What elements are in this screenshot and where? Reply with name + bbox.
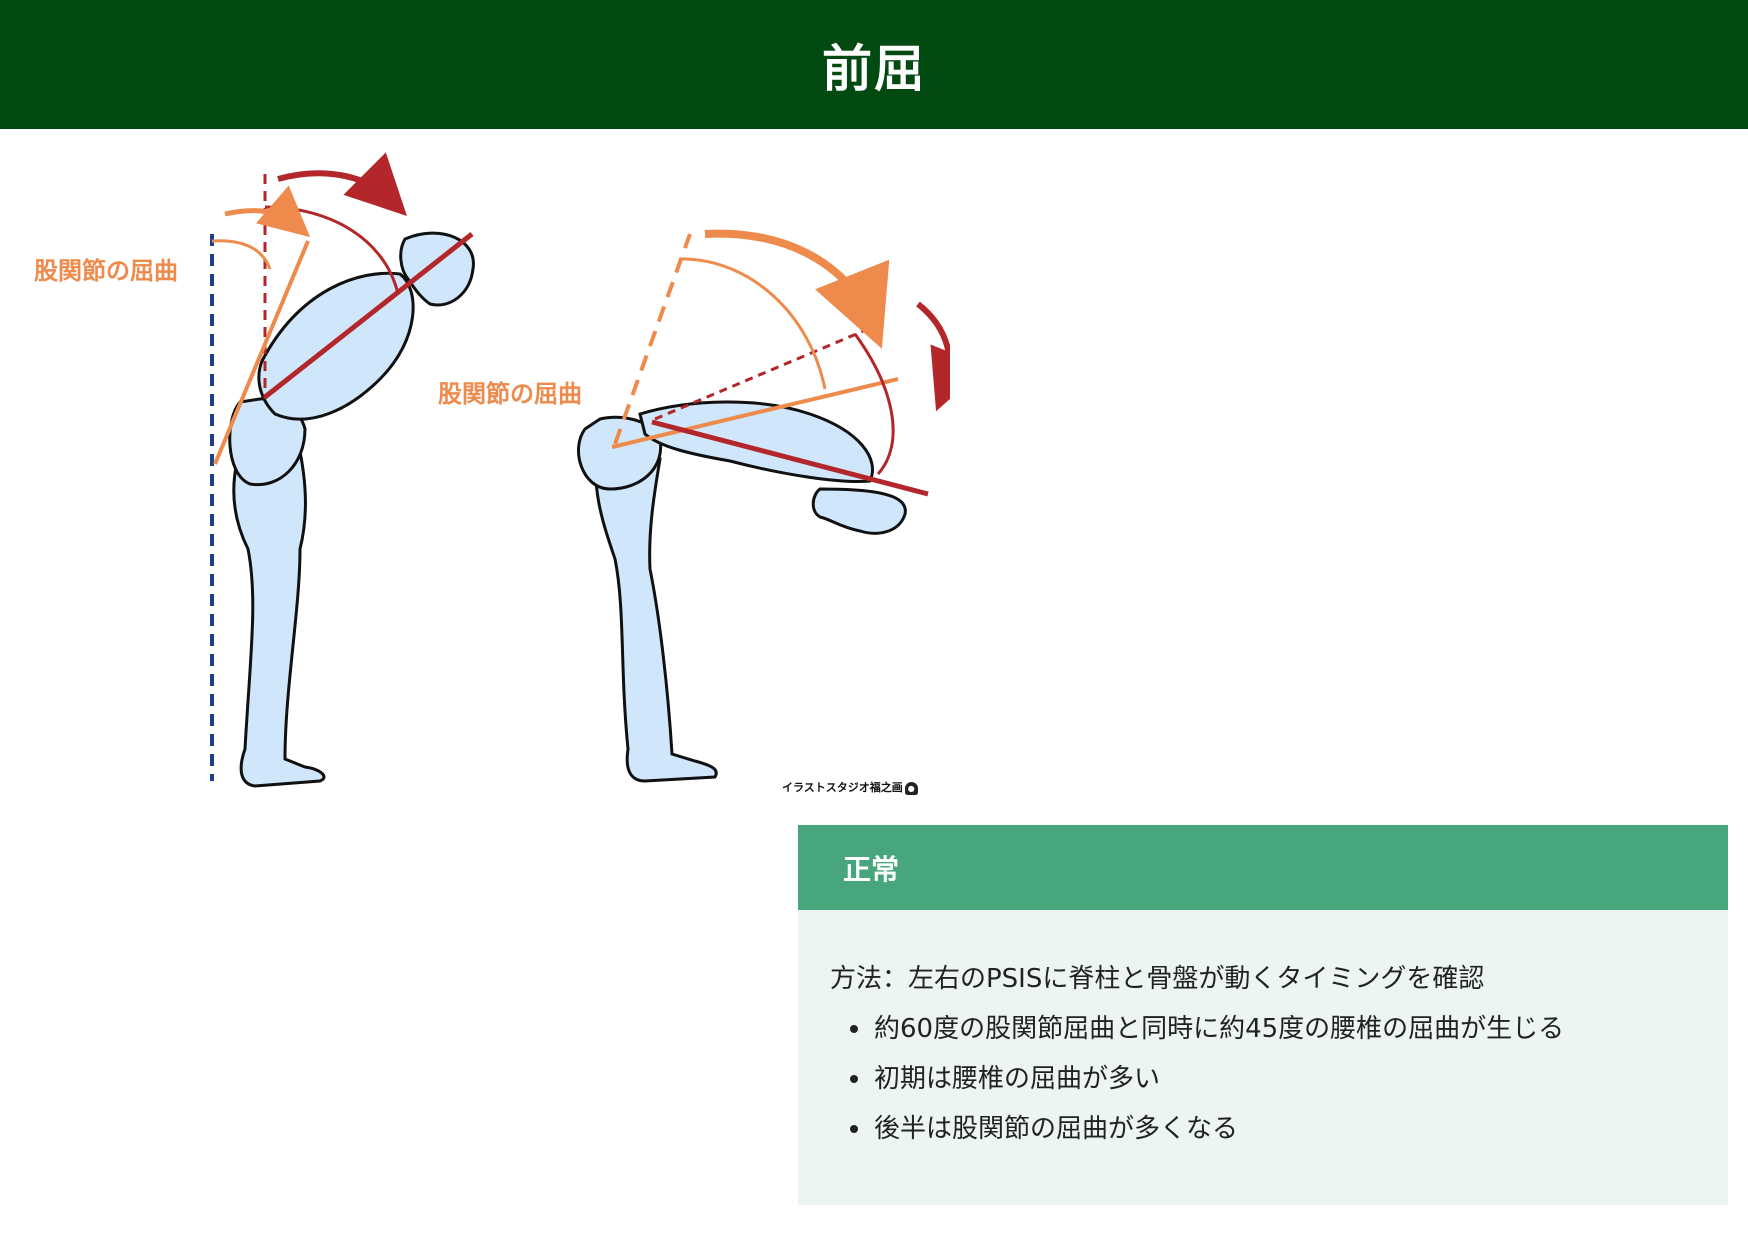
body-head xyxy=(399,231,475,307)
hip-angle-arc xyxy=(681,257,827,390)
list-item-text: 約60度の股関節屈曲と同時に約45度の腰椎の屈曲が生じる xyxy=(874,1014,1565,1044)
spine-line xyxy=(651,419,929,497)
list-item: 初期は腰椎の屈曲が多い xyxy=(850,1060,1728,1098)
list-item: 約60度の股関節屈曲と同時に約45度の腰椎の屈曲が生じる xyxy=(850,1010,1728,1048)
pelvis-reference-dashed xyxy=(613,233,692,445)
figure-early-bend xyxy=(210,152,475,788)
figure-late-bend xyxy=(576,229,987,783)
hip-direction-arrow xyxy=(704,229,890,349)
pelvis-line xyxy=(611,377,899,449)
list-item-text: 初期は腰椎の屈曲が多い xyxy=(874,1064,1161,1094)
method-text: 方法：左右のPSISに脊柱と骨盤が動くタイミングを確認 xyxy=(830,964,1485,994)
forward-bend-illustration: 股関節の屈曲 股関節の屈曲 xyxy=(0,129,987,813)
normal-info-card: 正常 方法：左右のPSISに脊柱と骨盤が動くタイミングを確認 約60度の股関節屈… xyxy=(798,825,1728,1205)
body-head xyxy=(811,487,907,535)
bullet-icon xyxy=(850,1125,858,1133)
spine-angle-arc xyxy=(853,333,895,476)
page-header: 前屈 xyxy=(0,0,1748,129)
spine-direction-arrow xyxy=(916,301,987,412)
credit-logo-icon: ● xyxy=(904,781,918,795)
pelvis-line xyxy=(213,240,310,465)
hip-angle-arc xyxy=(211,239,272,270)
bullet-icon xyxy=(850,1025,858,1033)
illustration-credit: イラストスタジオ福之画● xyxy=(782,779,918,795)
bullet-icon xyxy=(850,1075,858,1083)
hip-flexion-label-1: 股関節の屈曲 xyxy=(34,257,178,285)
spine-direction-arrow xyxy=(277,152,407,216)
hip-flexion-label-2: 股関節の屈曲 xyxy=(438,380,582,408)
card-header: 正常 xyxy=(798,825,1728,910)
body-pelvis xyxy=(576,415,663,491)
hip-direction-arrow xyxy=(224,185,311,238)
finding-list: 約60度の股関節屈曲と同時に約45度の腰椎の屈曲が生じる 初期は腰椎の屈曲が多い… xyxy=(830,1010,1728,1148)
list-item-text: 後半は股関節の屈曲が多くなる xyxy=(874,1114,1239,1144)
body-leg xyxy=(232,427,326,788)
list-item: 後半は股関節の屈曲が多くなる xyxy=(850,1110,1728,1148)
body-torso xyxy=(257,271,415,421)
card-body: 方法：左右のPSISに脊柱と骨盤が動くタイミングを確認 約60度の股関節屈曲と同… xyxy=(798,910,1728,1148)
credit-text: イラストスタジオ福之画 xyxy=(782,781,903,794)
forward-bend-diagram xyxy=(210,152,987,788)
page-title: 前屈 xyxy=(822,39,926,98)
card-title: 正常 xyxy=(843,852,900,886)
body-leg xyxy=(594,445,718,783)
spine-line xyxy=(263,232,474,399)
